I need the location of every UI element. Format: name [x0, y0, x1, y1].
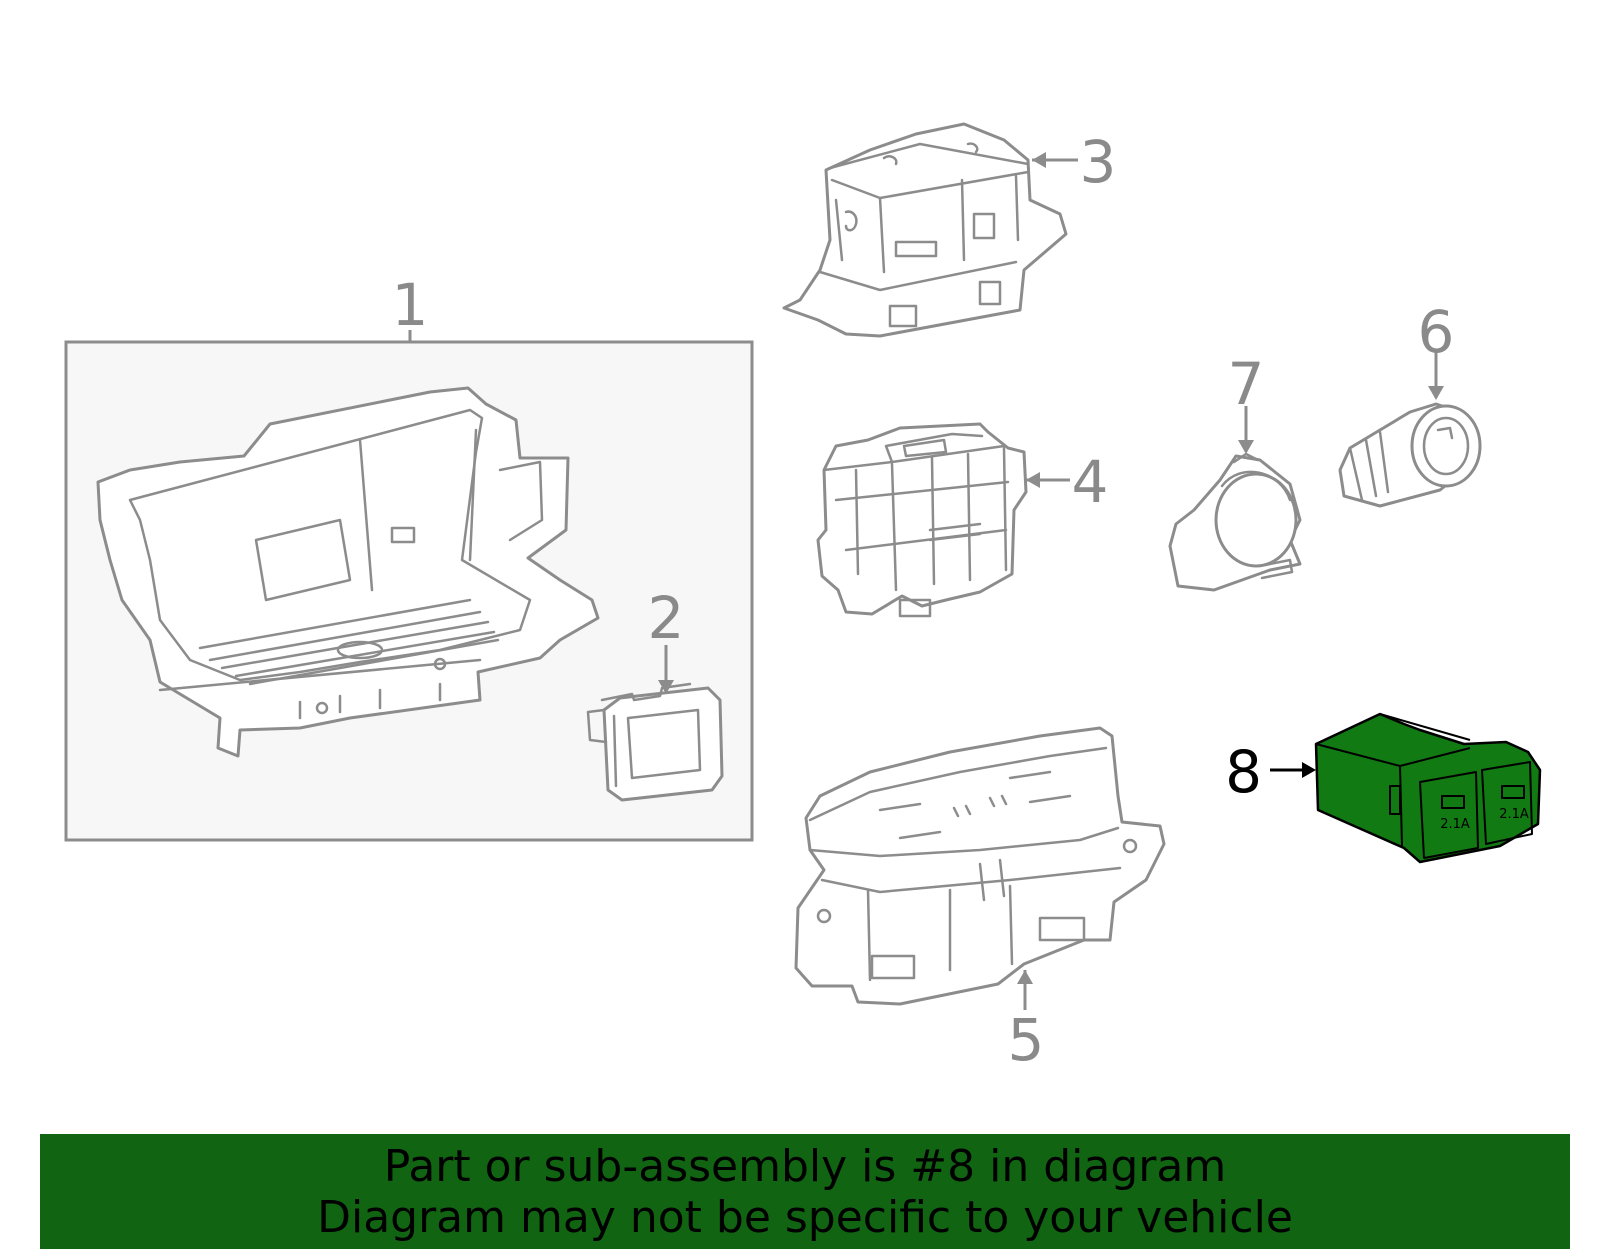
part-2-bezel[interactable] — [586, 682, 724, 802]
part-4-control-module[interactable] — [816, 422, 1028, 618]
part-3-switch-assembly[interactable] — [782, 122, 1068, 338]
callout-8[interactable]: 8 — [1225, 738, 1262, 806]
banner-disclaimer-line: Diagram may not be specific to your vehi… — [317, 1192, 1293, 1243]
part-7-capped-socket[interactable] — [1168, 452, 1302, 592]
callout-4[interactable]: 4 — [1072, 448, 1109, 516]
callout-5[interactable]: 5 — [1008, 1006, 1045, 1074]
part-1-console-housing[interactable] — [96, 386, 600, 758]
callout-6[interactable]: 6 — [1418, 298, 1455, 366]
usb-port-left-label: 2.1A — [1440, 817, 1470, 832]
callout-1[interactable]: 1 — [392, 271, 429, 339]
usb-port-right-label: 2.1A — [1499, 807, 1529, 822]
part-8-usb-charger[interactable]: 2.1A 2.1A — [1314, 712, 1542, 864]
part-5-control-panel[interactable] — [794, 726, 1166, 1006]
callout-7[interactable]: 7 — [1228, 350, 1265, 418]
part-6-power-outlet[interactable] — [1338, 402, 1482, 508]
banner-part-line: Part or sub-assembly is #8 in diagram — [383, 1141, 1227, 1192]
info-banner: Part or sub-assembly is #8 in diagram Di… — [40, 1134, 1570, 1249]
callout-3[interactable]: 3 — [1080, 128, 1117, 196]
callout-2[interactable]: 2 — [648, 584, 685, 652]
